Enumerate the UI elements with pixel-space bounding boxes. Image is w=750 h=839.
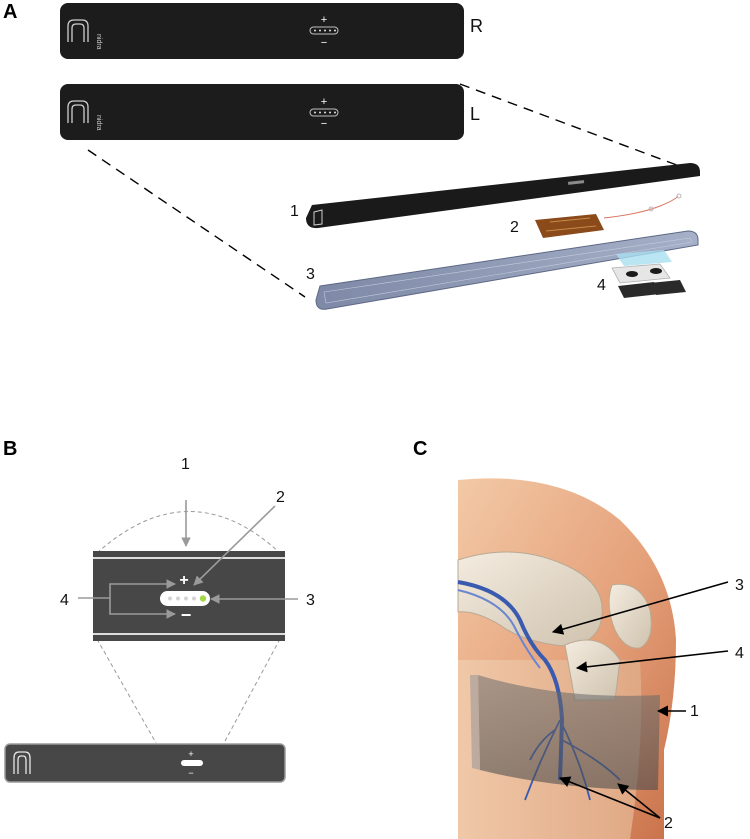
right-strap: nidra + − — [60, 3, 464, 59]
panel-b-callout-2: 2 — [276, 489, 285, 506]
arrow-c-2b — [617, 783, 661, 819]
layer-3-electrode-substrate — [315, 230, 699, 310]
plus-symbol: + — [179, 572, 188, 589]
knee-illustration — [457, 478, 676, 839]
layer-4-electrode-pads — [611, 250, 686, 298]
panel-b-callout-1: 1 — [181, 456, 190, 473]
plus-symbol: + — [321, 14, 327, 26]
panel-b-letter: B — [3, 438, 17, 460]
panel-b-callout-3: 3 — [306, 592, 315, 609]
vein-branch — [457, 589, 541, 669]
arrow-4-minus — [109, 598, 176, 619]
minus-symbol: − — [181, 605, 192, 625]
brand-text: nidra — [95, 34, 102, 50]
full-strap: + − — [4, 743, 286, 783]
status-light-icon — [199, 595, 207, 602]
magnifier-arc — [96, 511, 281, 554]
panel-c-letter: C — [413, 438, 427, 460]
magnifier-guide-right — [223, 638, 281, 744]
arrow-2 — [193, 505, 276, 586]
panel-a-callout-4: 4 — [597, 277, 606, 294]
brand-logo-icon — [67, 100, 89, 123]
indicator-dots — [168, 596, 196, 601]
minus-symbol: − — [321, 37, 327, 49]
arrow-c-4 — [575, 650, 729, 673]
arrow-c-3 — [551, 581, 729, 635]
strap-band — [478, 675, 660, 790]
brand-text: nidra — [95, 115, 102, 131]
arrow-c-2a — [558, 776, 661, 819]
indicator-bar — [309, 108, 339, 117]
panel-b-callout-4: 4 — [60, 592, 69, 609]
left-strap: nidra + − — [60, 84, 464, 140]
indicator-bar — [309, 26, 339, 35]
minus-symbol: − — [321, 118, 327, 130]
panel-a-letter: A — [3, 1, 17, 23]
exploded-guide-left — [87, 149, 306, 298]
tibia-bone — [564, 639, 621, 701]
layer-1-outer-cover — [306, 163, 700, 229]
brand-logo-icon — [13, 751, 31, 774]
indicator-dots — [314, 111, 336, 114]
right-strap-label: R — [470, 16, 483, 36]
panel-a-callout-3: 3 — [306, 266, 315, 283]
plus-symbol: + — [188, 749, 193, 759]
plus-symbol: + — [321, 96, 327, 108]
exploded-guide-right — [459, 83, 691, 171]
indicator-dots — [314, 29, 336, 32]
panel-c-callout-3: 3 — [735, 577, 744, 594]
minus-symbol: − — [188, 768, 193, 778]
panel-a-callout-1: 1 — [290, 203, 299, 220]
femur-bone — [457, 551, 603, 647]
panel-c-callout-2: 2 — [664, 815, 673, 832]
brand-logo-icon — [67, 19, 89, 42]
indicator-bar — [181, 760, 203, 766]
panel-a-callout-2: 2 — [510, 219, 519, 236]
magnified-strap-section: + − — [93, 551, 285, 641]
arrow-4-plus — [78, 579, 176, 599]
layer-2-circuit — [535, 193, 682, 238]
panel-c-callout-1: 1 — [690, 703, 699, 720]
magnifier-guide-left — [96, 638, 157, 744]
panel-c-callout-4: 4 — [735, 645, 744, 662]
left-strap-label: L — [470, 104, 480, 124]
